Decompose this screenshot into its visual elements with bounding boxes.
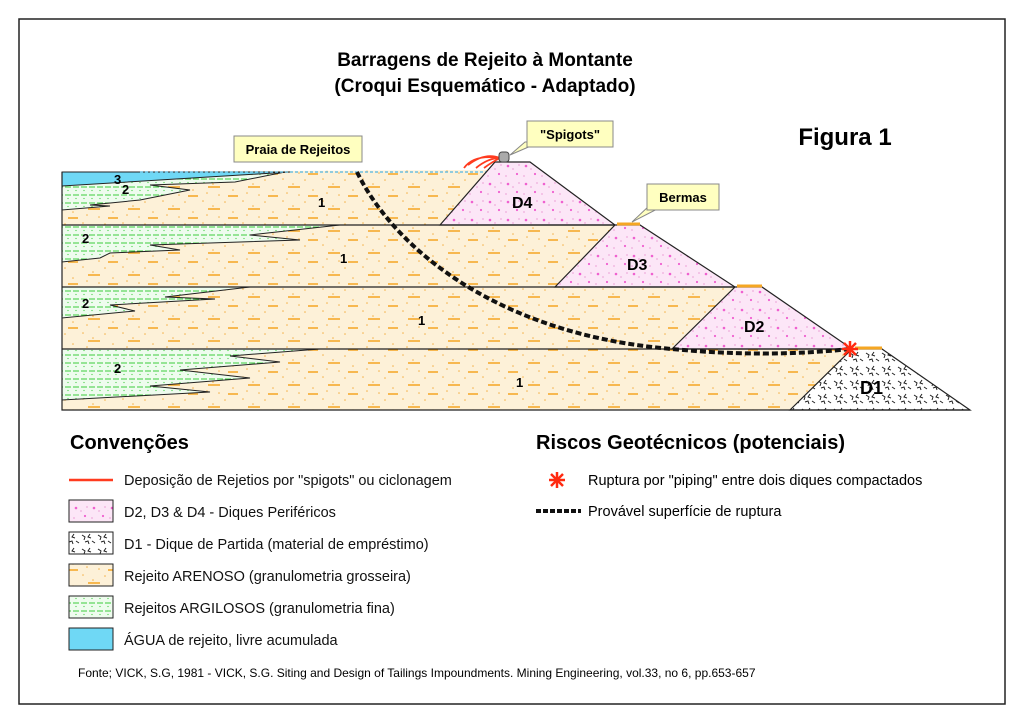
title-line-2: (Croqui Esquemático - Adaptado) bbox=[334, 76, 635, 97]
source-citation: Fonte; VICK, S.G, 1981 - VICK, S.G. Siti… bbox=[78, 666, 756, 680]
layer-boundaries bbox=[61, 172, 970, 411]
d2-label: D2 bbox=[744, 319, 765, 336]
risk-item-failure: Provável superfície de ruptura bbox=[588, 504, 782, 520]
sand-label-3: 1 bbox=[418, 313, 425, 328]
clay-label-1: 2 bbox=[122, 182, 129, 197]
berms bbox=[617, 222, 882, 350]
clay-label-2: 2 bbox=[82, 231, 89, 246]
clay-wedges bbox=[61, 171, 341, 401]
legend-item-dikes: D2, D3 & D4 - Diques Periféricos bbox=[124, 505, 336, 521]
svg-text:Bermas: Bermas bbox=[659, 190, 707, 205]
title-line-1: Barragens de Rejeito à Montante bbox=[337, 50, 633, 71]
water-swatch bbox=[68, 627, 114, 651]
legend-item-water: ÁGUA de rejeito, livre acumulada bbox=[124, 632, 339, 649]
sand-label-2: 1 bbox=[340, 251, 347, 266]
risk-item-piping: Ruptura por "piping" entre dois diques c… bbox=[588, 473, 922, 489]
sand-swatch bbox=[68, 563, 114, 587]
sand-label-1: 1 bbox=[318, 195, 325, 210]
legend-item-sand: Rejeito ARENOSO (granulometria grosseira… bbox=[124, 569, 411, 585]
spigot-icon bbox=[463, 151, 510, 169]
legend-item-d1: D1 - Dique de Partida (material de empré… bbox=[124, 537, 429, 553]
clay-label-4: 2 bbox=[114, 361, 121, 376]
callout-spigots: "Spigots" bbox=[509, 120, 614, 156]
piping-star-icon bbox=[842, 341, 858, 357]
legend-item-clay: Rejeitos ARGILOSOS (granulometria fina) bbox=[124, 601, 395, 617]
svg-text:"Spigots": "Spigots" bbox=[540, 127, 600, 142]
clay-swatch bbox=[68, 595, 114, 619]
conventions-heading: Convenções bbox=[70, 432, 189, 454]
piping-legend-icon bbox=[549, 472, 565, 488]
callout-bermas: Bermas bbox=[631, 183, 720, 223]
failure-surface bbox=[355, 171, 851, 356]
d1-label: D1 bbox=[860, 378, 883, 398]
d4-label: D4 bbox=[512, 195, 533, 212]
dike-swatch bbox=[68, 499, 114, 523]
starter-dike-swatch bbox=[68, 531, 114, 555]
legend-risks: Ruptura por "piping" entre dois diques c… bbox=[536, 472, 922, 520]
legend-item-deposition: Deposição de Rejetios por "spigots" ou c… bbox=[124, 473, 452, 489]
d3-label: D3 bbox=[627, 257, 648, 274]
risks-heading: Riscos Geotécnicos (potenciais) bbox=[536, 432, 845, 454]
sand-label-4: 1 bbox=[516, 375, 523, 390]
callout-praia: Praia de Rejeitos bbox=[233, 135, 363, 163]
water-label: 3 bbox=[114, 172, 121, 187]
clay-label-3: 2 bbox=[82, 296, 89, 311]
legend-conventions: Deposição de Rejetios por "spigots" ou c… bbox=[68, 473, 452, 651]
figure-label: Figura 1 bbox=[798, 124, 891, 151]
svg-text:Praia de Rejeitos: Praia de Rejeitos bbox=[246, 142, 351, 157]
